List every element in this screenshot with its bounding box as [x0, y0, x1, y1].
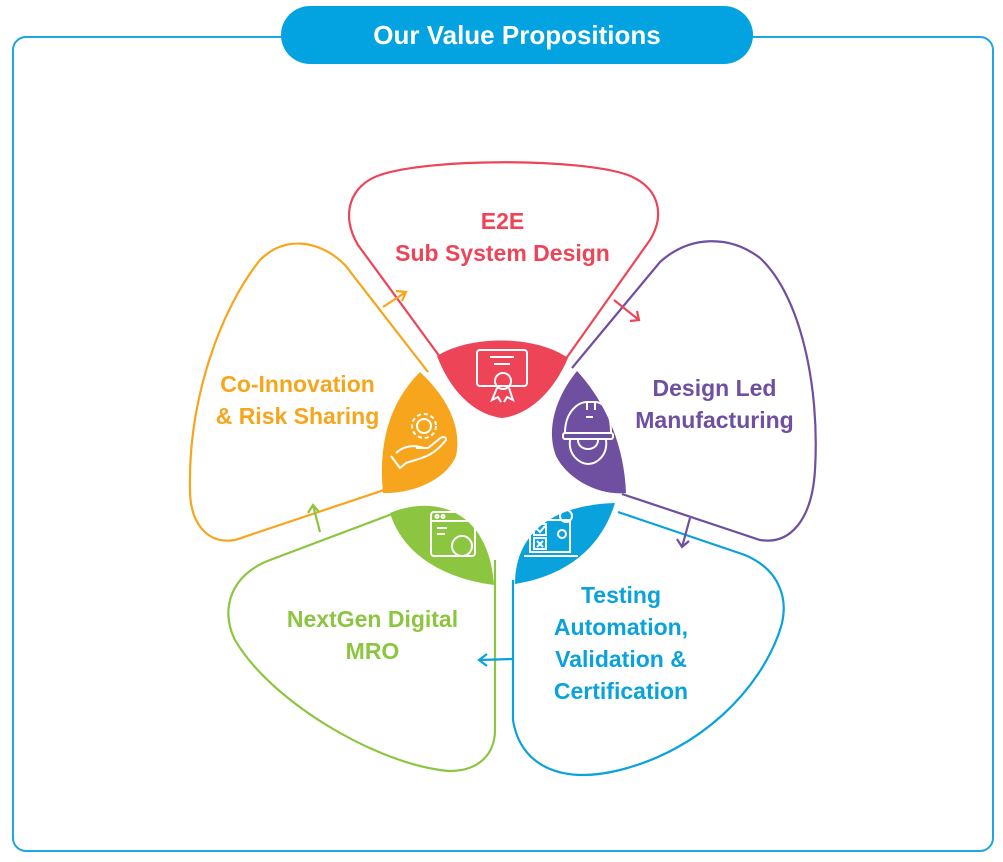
label-line: Manufacturing [635, 407, 794, 433]
label-mro: NextGen Digital MRO [270, 603, 475, 667]
hand-gear-icon [390, 413, 448, 470]
petal-fill-e2e [437, 340, 568, 418]
label-e2e: E2E Sub System Design [380, 205, 625, 269]
arrow-icon [613, 299, 641, 323]
label-line: & Risk Sharing [215, 403, 380, 429]
label-design-led: Design Led Manufacturing [622, 372, 807, 436]
arrow-icon [382, 289, 408, 308]
label-testing: Testing Automation, Validation & Certifi… [535, 579, 707, 707]
label-line: Testing [580, 582, 662, 608]
arrow-icon [477, 653, 514, 667]
label-line: Co-Innovation [220, 371, 375, 397]
test-checklist-gears-icon [524, 509, 578, 557]
petal-outline-e2e [348, 161, 660, 361]
label-line: Validation & [555, 646, 687, 672]
label-co-innovation: Co-Innovation & Risk Sharing [200, 368, 395, 432]
petal-outline-design-led [571, 240, 817, 542]
petal-outline-testing [511, 510, 785, 777]
label-line: Automation, [553, 614, 689, 640]
label-line: MRO [345, 638, 400, 664]
certificate-icon [476, 349, 528, 403]
arrow-icon [307, 503, 322, 533]
arrow-icon [676, 517, 692, 549]
petal-outline-mro [227, 512, 497, 773]
label-line: E2E [480, 208, 525, 234]
browser-gear-icon [430, 511, 476, 557]
label-line: NextGen Digital [286, 606, 459, 632]
label-line: Design Led [652, 375, 777, 401]
label-line: Sub System Design [395, 240, 610, 266]
petal-fill-testing [515, 503, 615, 584]
petal-outline-co-innovation [188, 242, 429, 542]
hard-hat-gear-icon [562, 400, 614, 466]
label-line: Certification [553, 678, 689, 704]
petal-fill-mro [390, 505, 494, 585]
page-title: Our Value Propositions [281, 6, 753, 64]
